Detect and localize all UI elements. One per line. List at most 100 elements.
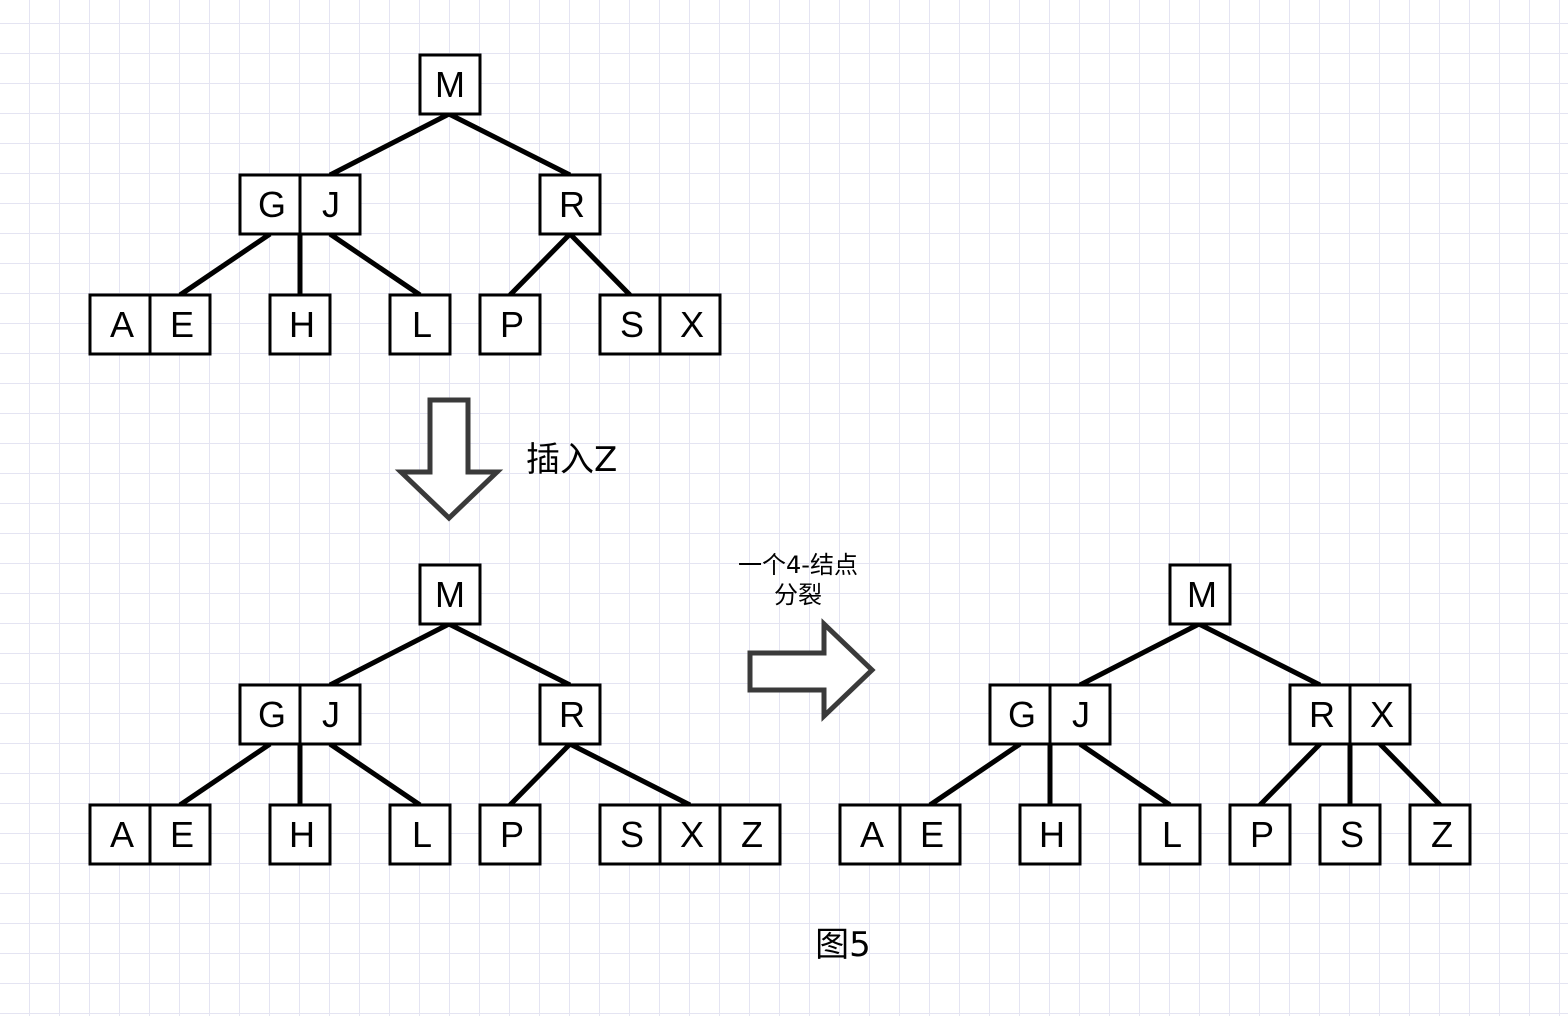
key-label: X (680, 304, 704, 345)
insert-label: 插入Z (526, 440, 617, 480)
key-label: H (1039, 814, 1065, 855)
edge-gj-ae (178, 231, 272, 298)
key-box (418, 53, 482, 116)
key-label: G (258, 184, 286, 225)
node-p: P (1228, 803, 1292, 866)
node-ae: A E (88, 293, 212, 356)
key-label: L (412, 814, 432, 855)
right-arrow-icon (747, 618, 876, 722)
key-label: X (680, 814, 704, 855)
figure-caption: 图5 (815, 925, 871, 965)
edge-m-gj (1078, 621, 1201, 688)
edge-m-gj (328, 111, 451, 178)
node-ae: A E (88, 803, 212, 866)
edge-r-p (508, 232, 572, 297)
key-box (1318, 803, 1382, 866)
edge-r-p (508, 742, 572, 807)
key-box (1168, 563, 1232, 626)
tree-after-split: M G J R X A E H L P (838, 563, 1472, 866)
key-label: E (170, 304, 194, 345)
node-m: M (418, 563, 482, 626)
split-label-line2: 分裂 (774, 581, 822, 609)
key-box (298, 683, 362, 746)
key-box (1228, 803, 1292, 866)
key-box (388, 803, 452, 866)
node-h: H (268, 803, 332, 866)
key-label: X (1370, 694, 1394, 735)
edge-gj-l (328, 741, 422, 808)
key-box (1408, 803, 1472, 866)
key-box (478, 293, 542, 356)
tree-before: M G J R A E H L (88, 53, 722, 356)
key-box (538, 173, 602, 236)
key-label: A (110, 814, 134, 855)
node-z: Z (1408, 803, 1472, 866)
key-box (658, 803, 722, 866)
key-box (148, 803, 212, 866)
down-arrow-icon (394, 397, 504, 522)
node-sxz: S X Z (598, 803, 782, 866)
edge-r-sxz (568, 741, 692, 808)
edge-gj-ae (928, 741, 1022, 808)
key-label: J (1072, 694, 1090, 735)
edge-gj-ae (178, 741, 272, 808)
key-label: H (289, 304, 315, 345)
key-box (838, 803, 902, 866)
key-label: J (322, 694, 340, 735)
node-h: H (1018, 803, 1082, 866)
key-label: P (500, 814, 524, 855)
key-label: R (559, 184, 585, 225)
key-label: S (1340, 814, 1364, 855)
edge-m-r (447, 621, 572, 688)
key-box (238, 173, 302, 236)
key-box (268, 803, 332, 866)
key-label: A (860, 814, 884, 855)
key-label: E (920, 814, 944, 855)
key-box (1138, 803, 1202, 866)
key-box (538, 683, 602, 746)
key-box (898, 803, 962, 866)
key-box (1288, 683, 1352, 746)
key-box (988, 683, 1052, 746)
edge-gj-l (1078, 741, 1172, 808)
key-box (1018, 803, 1082, 866)
key-label: S (620, 814, 644, 855)
key-box (1348, 683, 1412, 746)
node-l: L (388, 803, 452, 866)
key-label: E (170, 814, 194, 855)
key-label: M (435, 64, 465, 105)
node-rx: R X (1288, 683, 1412, 746)
split-label-line1: 一个4-结点 (738, 551, 858, 579)
key-label: A (110, 304, 134, 345)
edge-rx-p (1258, 742, 1322, 807)
key-box (1048, 683, 1112, 746)
key-label: M (435, 574, 465, 615)
key-label: H (289, 814, 315, 855)
edge-rx-z (1378, 742, 1442, 807)
node-r: R (538, 173, 602, 236)
key-box (148, 293, 212, 356)
node-m: M (418, 53, 482, 116)
key-box (388, 293, 452, 356)
key-box (418, 563, 482, 626)
key-label: Z (1431, 814, 1453, 855)
node-p: P (478, 803, 542, 866)
node-l: L (388, 293, 452, 356)
key-label: R (559, 694, 585, 735)
key-label: L (412, 304, 432, 345)
node-s: S (1318, 803, 1382, 866)
key-box (298, 173, 362, 236)
edge-m-rx (1197, 621, 1322, 688)
node-p: P (478, 293, 542, 356)
node-l: L (1138, 803, 1202, 866)
key-label: L (1162, 814, 1182, 855)
edge-gj-l (328, 231, 422, 298)
key-label: S (620, 304, 644, 345)
key-label: P (1250, 814, 1274, 855)
key-box (658, 293, 722, 356)
key-label: J (322, 184, 340, 225)
key-label: R (1309, 694, 1335, 735)
node-gj: G J (238, 683, 362, 746)
node-h: H (268, 293, 332, 356)
